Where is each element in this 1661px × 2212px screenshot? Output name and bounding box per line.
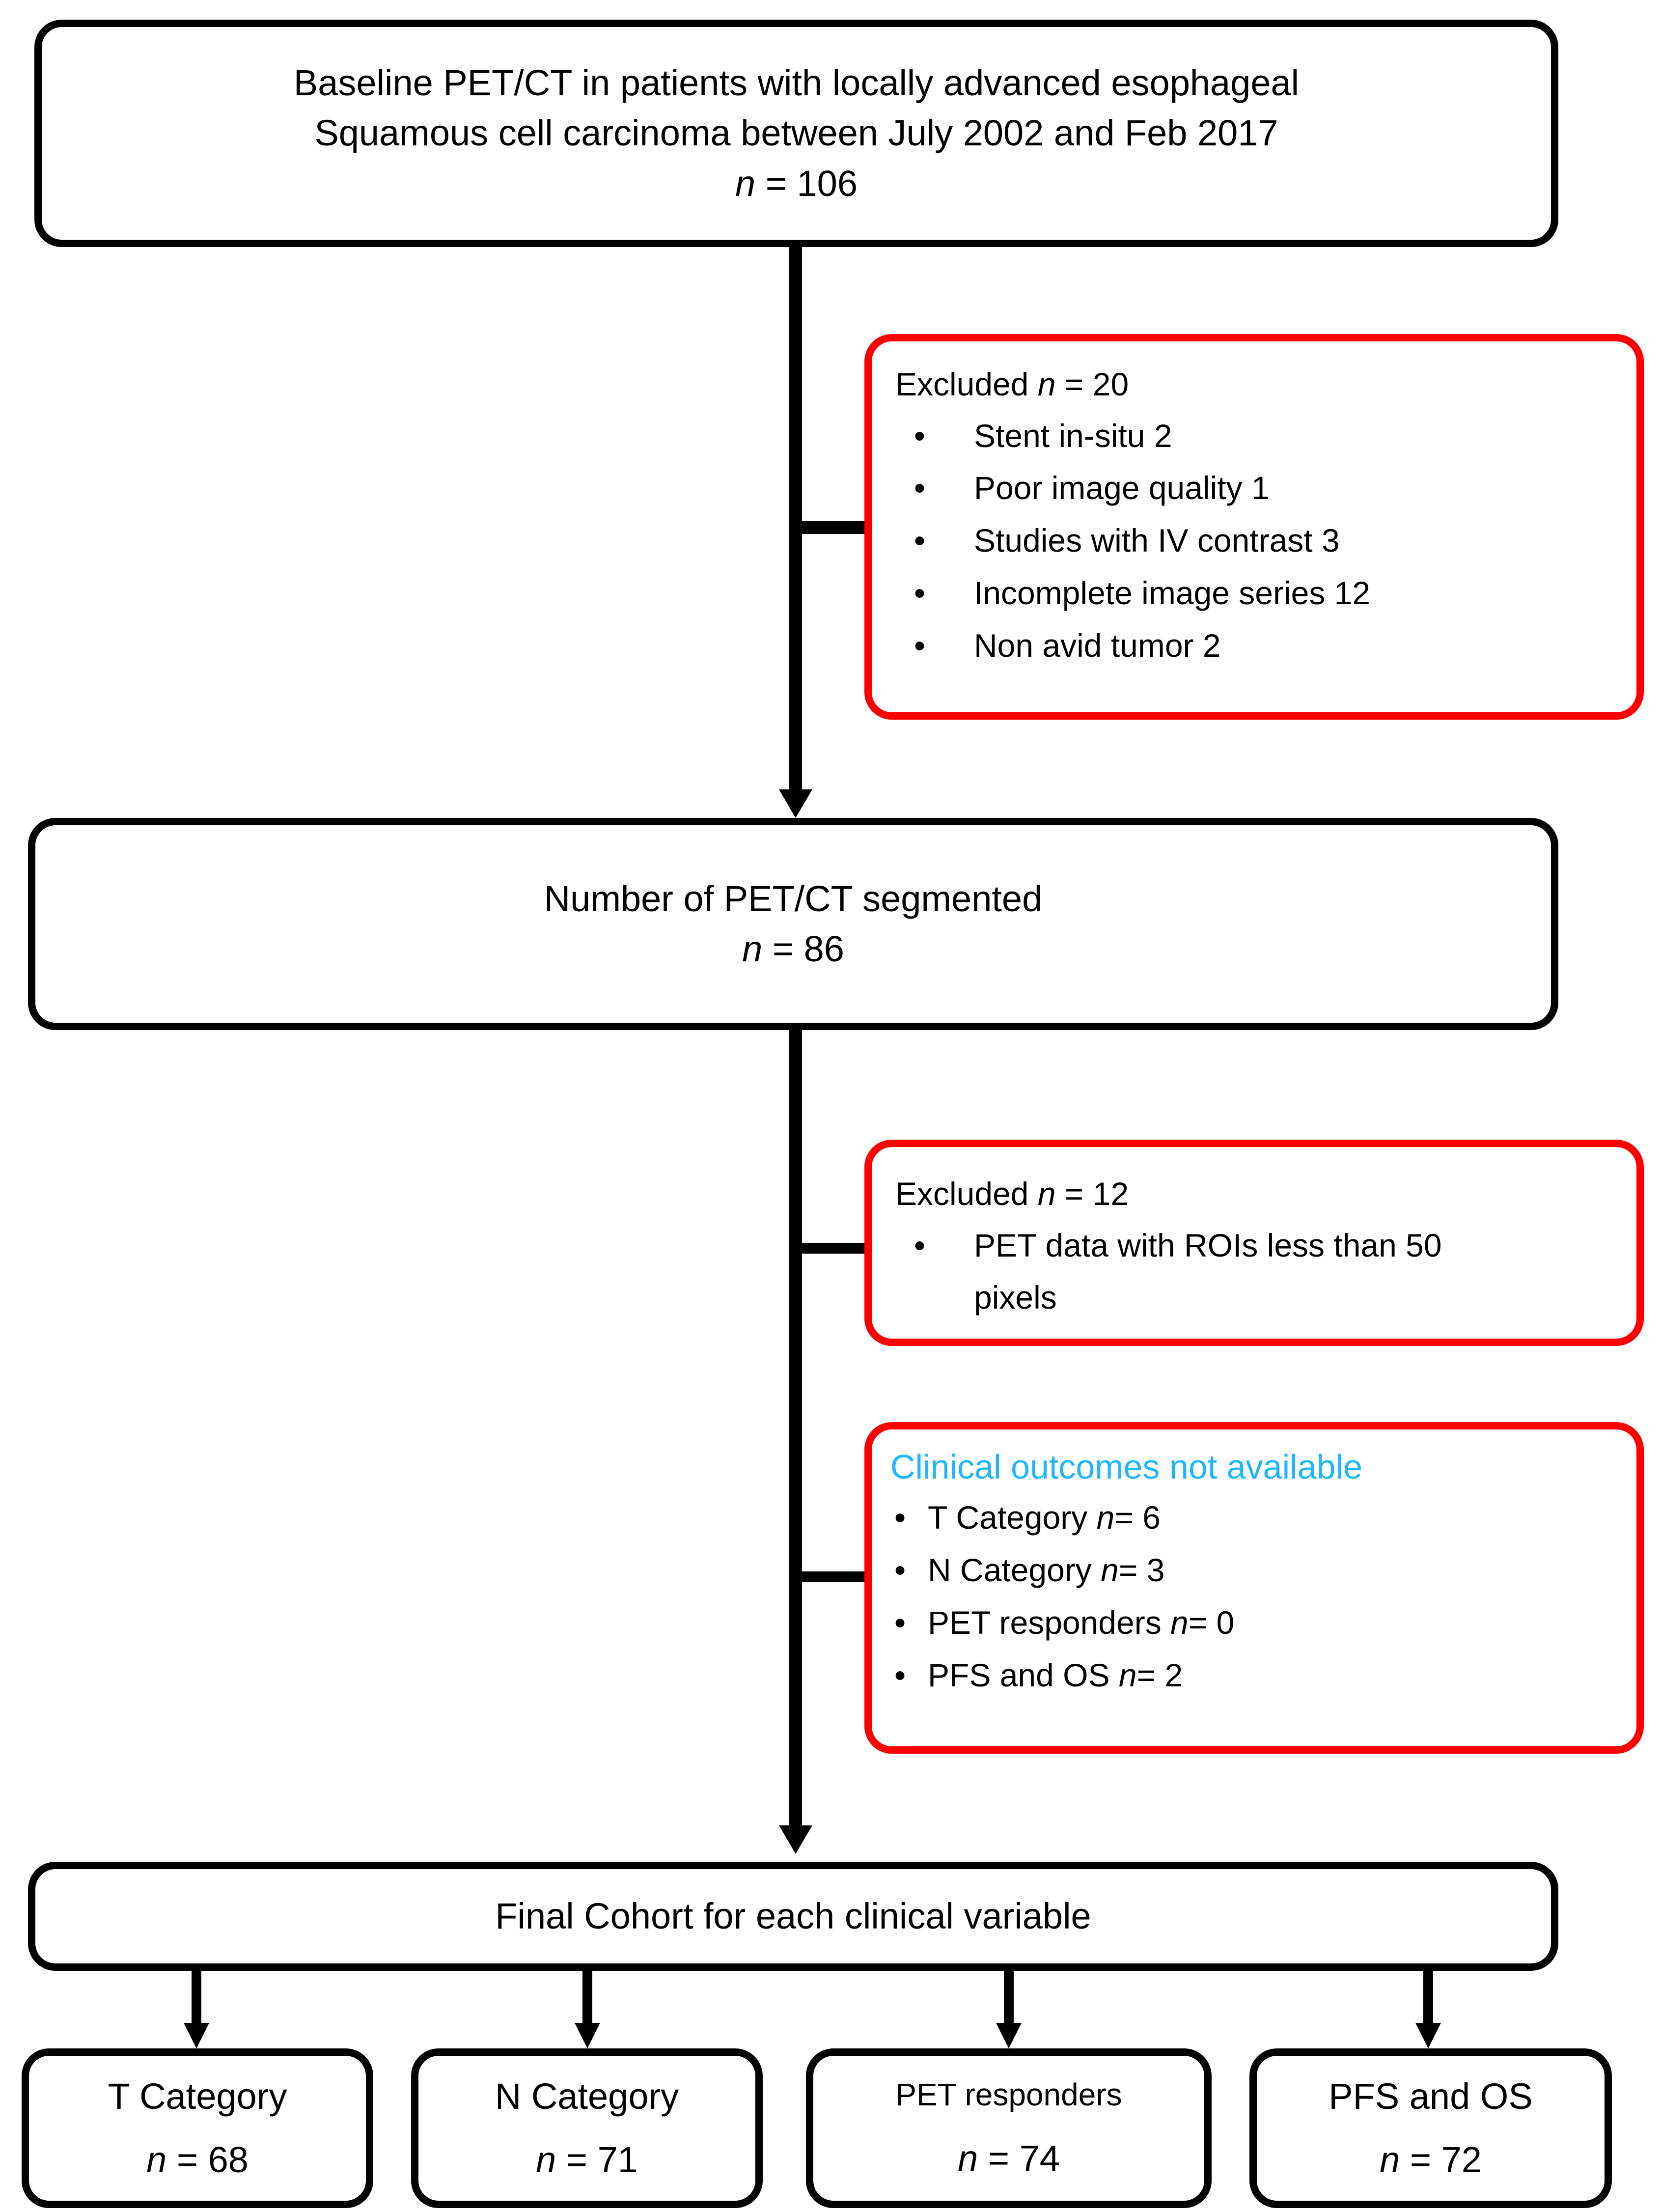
exclusion-1-item-3: Incomplete image series 12 (974, 575, 1371, 612)
list-item: • N Category n= 3 (890, 1544, 1234, 1596)
terminal-0-n-symbol: n (146, 2139, 167, 2180)
segmented-n-symbol: n (742, 928, 763, 969)
terminal-3-label: PFS and OS (1329, 2076, 1533, 2117)
clinical-outcomes-item-1-value: = 3 (1118, 1551, 1165, 1588)
node-exclusion-2: Excluded n = 12 • PET data with ROIs less… (864, 1140, 1644, 1346)
clinical-outcomes-item-3-text: PFS and OS (928, 1656, 1119, 1693)
node-pet-ct-segmented: Number of PET/CT segmented n = 86 (28, 818, 1558, 1030)
exclusion-1-heading-n: n (1037, 366, 1056, 402)
terminal-1-n-symbol: n (536, 2139, 556, 2180)
exclusion-2-heading-prefix: Excluded (895, 1176, 1038, 1212)
clinical-outcomes-item-2-text: PET responders (928, 1604, 1171, 1641)
arrowhead-n-category (575, 2023, 600, 2048)
bullet-icon: • (894, 1604, 906, 1641)
connector-final-to-pet-responders (1004, 1971, 1014, 2026)
bullet-icon: • (914, 575, 926, 612)
list-item: • Studies with IV contrast 3 (895, 514, 1370, 567)
exclusion-1-item-0: Stent in-situ 2 (974, 417, 1172, 454)
list-item: • PET data with ROIs less than 50 (895, 1219, 1442, 1272)
bullet-icon: • (914, 470, 926, 506)
clinical-outcomes-item-0-n: n (1096, 1499, 1115, 1536)
bullet-icon: • (894, 1656, 906, 1693)
terminal-0-label: T Category (108, 2076, 287, 2117)
list-item: • T Category n= 6 (890, 1491, 1234, 1544)
terminal-3-n-value: = 72 (1410, 2139, 1482, 2180)
connector-final-to-pfs-os (1423, 1971, 1433, 2026)
node-terminal-n-category: N Category n = 71 (411, 2048, 763, 2208)
terminal-1-n-value: = 71 (566, 2139, 638, 2180)
exclusion-1-heading-value: = 20 (1055, 366, 1129, 402)
final-cohort-label: Final Cohort for each clinical variable (495, 1895, 1091, 1936)
bullet-icon: • (914, 1227, 926, 1263)
terminal-3-n-symbol: n (1380, 2139, 1400, 2180)
terminal-0-n-value: = 68 (176, 2139, 249, 2180)
connector-final-to-n-category (582, 1971, 592, 2026)
terminal-2-n-symbol: n (958, 2137, 978, 2179)
list-item: • PET responders n= 0 (890, 1596, 1234, 1649)
node-terminal-pfs-os: PFS and OS n = 72 (1249, 2048, 1612, 2208)
bullet-icon: • (894, 1551, 906, 1588)
terminal-1-label: N Category (495, 2076, 679, 2117)
exclusion-1-item-2: Studies with IV contrast 3 (974, 522, 1340, 559)
connector-baseline-to-segmented (789, 247, 802, 792)
baseline-count: n = 106 (735, 159, 858, 209)
node-terminal-t-category: T Category n = 68 (22, 2048, 373, 2208)
list-item: • Incomplete image series 12 (895, 567, 1370, 619)
terminal-2-n-value: = 74 (988, 2137, 1060, 2179)
terminal-2-label: PET responders (895, 2077, 1122, 2113)
clinical-outcomes-list: •T Category n= 6 •N Category n= 3 •PET r… (890, 1491, 1234, 1702)
exclusion-1-item-4: Non avid tumor 2 (974, 627, 1221, 664)
baseline-n-value: = 106 (765, 163, 858, 204)
connector-segmented-to-final (789, 1030, 802, 1827)
node-exclusion-1: Excluded n = 20 • Stent in-situ 2 • Poor i… (864, 334, 1644, 720)
clinical-outcomes-item-2-value: = 0 (1188, 1604, 1235, 1641)
exclusion-1-heading: Excluded n = 20 (895, 364, 1129, 405)
list-item: • Non avid tumor 2 (895, 619, 1370, 672)
arrowhead-pet-responders (996, 2023, 1022, 2048)
exclusion-2-item-0: PET data with ROIs less than 50 (974, 1227, 1442, 1263)
segmented-count: n = 86 (742, 924, 844, 974)
baseline-line-1: Baseline PET/CT in patients with locally… (293, 62, 1300, 104)
clinical-outcomes-item-3-value: = 2 (1136, 1656, 1183, 1693)
list-item: • Poor image quality 1 (895, 462, 1370, 514)
clinical-outcomes-heading: Clinical outcomes not available (890, 1448, 1363, 1486)
node-exclusion-3-clinical-outcomes: Clinical outcomes not available • T Categ… (864, 1422, 1644, 1754)
node-baseline-cohort: Baseline PET/CT in patients with locally… (34, 20, 1558, 247)
node-final-cohort: Final Cohort for each clinical variable (28, 1862, 1558, 1971)
exclusion-1-heading-prefix: Excluded (895, 366, 1038, 402)
clinical-outcomes-item-1-n: n (1101, 1551, 1119, 1588)
clinical-outcomes-item-3-n: n (1118, 1656, 1137, 1693)
clinical-outcomes-item-2-n: n (1170, 1604, 1189, 1641)
baseline-n-symbol: n (735, 163, 756, 204)
bullet-icon: • (894, 1499, 906, 1536)
arrowhead-t-category (184, 2023, 209, 2048)
arrowhead-to-final-cohort (779, 1825, 812, 1854)
clinical-outcomes-item-1-text: N Category (928, 1551, 1101, 1588)
exclusion-1-list: • Stent in-situ 2 • Poor image quality 1 •… (895, 410, 1370, 672)
exclusion-2-continuation: pixels (974, 1279, 1057, 1316)
terminal-0-count: n = 68 (146, 2135, 249, 2185)
bullet-icon: • (914, 522, 926, 559)
exclusion-2-heading-n: n (1037, 1176, 1056, 1212)
arrowhead-pfs-os (1415, 2023, 1441, 2048)
clinical-outcomes-item-0-value: = 6 (1114, 1499, 1161, 1536)
list-item: • PFS and OS n= 2 (890, 1649, 1234, 1702)
terminal-2-count: n = 74 (958, 2133, 1060, 2184)
node-terminal-pet-responders: PET responders n = 74 (806, 2048, 1212, 2208)
bullet-icon: • (914, 417, 926, 454)
clinical-outcomes-item-0-text: T Category (928, 1499, 1097, 1536)
exclusion-2-list: • PET data with ROIs less than 50 (895, 1219, 1442, 1272)
connector-final-to-t-category (192, 1971, 201, 2026)
segmented-n-value: = 86 (772, 928, 844, 969)
terminal-1-count: n = 71 (536, 2135, 638, 2185)
exclusion-2-heading-value: = 12 (1055, 1176, 1129, 1212)
baseline-line-2: Squamous cell carcinoma between July 200… (314, 112, 1278, 154)
bullet-icon: • (914, 627, 926, 664)
segmented-label: Number of PET/CT segmented (544, 878, 1043, 919)
list-item: • Stent in-situ 2 (895, 410, 1370, 462)
exclusion-2-heading: Excluded n = 12 (895, 1174, 1129, 1214)
arrowhead-to-segmented (779, 789, 812, 818)
exclusion-1-item-1: Poor image quality 1 (974, 470, 1270, 506)
terminal-3-count: n = 72 (1380, 2135, 1482, 2185)
